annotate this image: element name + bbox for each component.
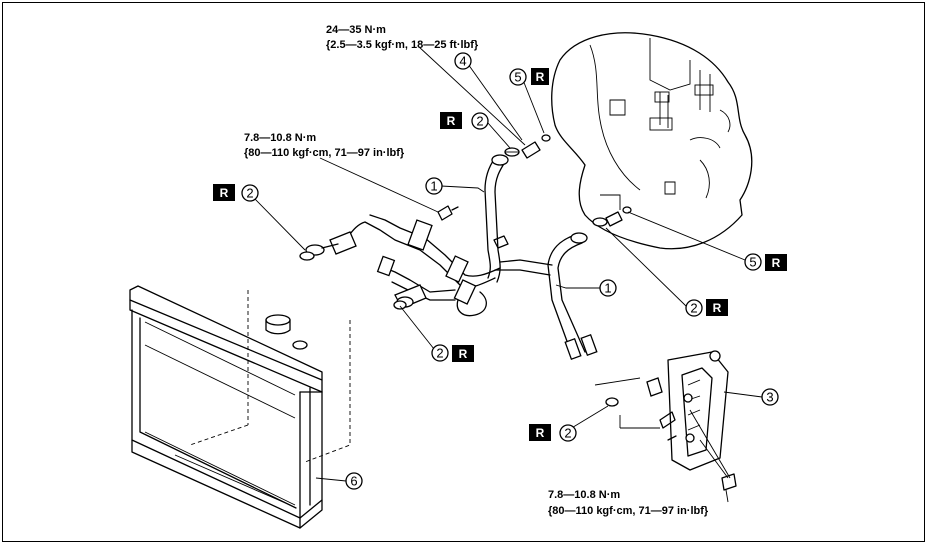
spec-top-line2: {2.5—3.5 kgf·m, 18—25 ft·lbf}: [326, 39, 479, 51]
radiator: [129, 285, 351, 529]
svg-text:2: 2: [246, 186, 253, 201]
callout-2-left: 2: [241, 184, 259, 202]
callout-2-right: 2: [685, 299, 703, 317]
svg-text:R: R: [447, 114, 456, 128]
spec-bottom: 7.8—10.8 N·m {80—110 kgf·cm, 71—97 in·lb…: [548, 489, 709, 517]
transmission: [551, 32, 753, 250]
cooler-pipes: [305, 154, 598, 361]
svg-text:R: R: [536, 70, 545, 84]
replace-mark-left: R: [213, 184, 235, 201]
callout-6: 6: [345, 472, 363, 490]
svg-text:2: 2: [564, 426, 571, 441]
callout-4: 4: [454, 52, 472, 70]
callout-3: 3: [761, 388, 779, 406]
callout-5-top: 5: [509, 68, 527, 86]
spec-bottom-line1: 7.8—10.8 N·m: [548, 489, 620, 501]
svg-text:2: 2: [690, 301, 697, 316]
svg-text:1: 1: [430, 179, 437, 194]
spec-left-line1: 7.8—10.8 N·m: [244, 132, 316, 144]
svg-text:2: 2: [436, 346, 443, 361]
callout-1-lower: 1: [599, 279, 617, 297]
replace-mark-bottom: R: [529, 424, 551, 441]
svg-text:4: 4: [459, 54, 466, 69]
spec-left-line2: {80—110 kgf·cm, 71—97 in·lbf}: [244, 147, 405, 159]
replace-mark-right-5: R: [765, 254, 787, 271]
replace-mark-right-2: R: [706, 299, 728, 316]
spec-top: 24—35 N·m {2.5—3.5 kgf·m, 18—25 ft·lbf}: [326, 24, 479, 51]
svg-text:3: 3: [766, 390, 773, 405]
svg-text:2: 2: [476, 114, 483, 129]
spec-top-line1: 24—35 N·m: [326, 24, 386, 36]
svg-text:1: 1: [604, 281, 611, 296]
svg-text:R: R: [772, 256, 781, 270]
leader-lines: [251, 45, 763, 503]
callout-5-right: 5: [744, 253, 762, 271]
clamps: [299, 134, 632, 407]
replace-mark-top: R: [531, 68, 549, 85]
callout-2-upper: 2: [471, 112, 489, 130]
svg-text:R: R: [713, 301, 722, 315]
spec-left: 7.8—10.8 N·m {80—110 kgf·cm, 71—97 in·lb…: [244, 132, 405, 159]
callout-2-bottom: 2: [559, 424, 577, 442]
svg-text:6: 6: [350, 474, 357, 489]
oil-cooler: [594, 350, 737, 491]
svg-text:R: R: [220, 186, 229, 200]
replace-mark-upper-left: R: [440, 112, 462, 129]
callout-2-middle: 2: [431, 344, 449, 362]
spec-bottom-line2: {80—110 kgf·cm, 71—97 in·lbf}: [548, 505, 709, 517]
callout-1-upper: 1: [425, 177, 443, 195]
svg-text:5: 5: [514, 70, 521, 85]
svg-text:5: 5: [749, 255, 756, 270]
svg-text:R: R: [536, 426, 545, 440]
svg-text:R: R: [459, 347, 468, 361]
replace-mark-middle: R: [452, 345, 474, 362]
